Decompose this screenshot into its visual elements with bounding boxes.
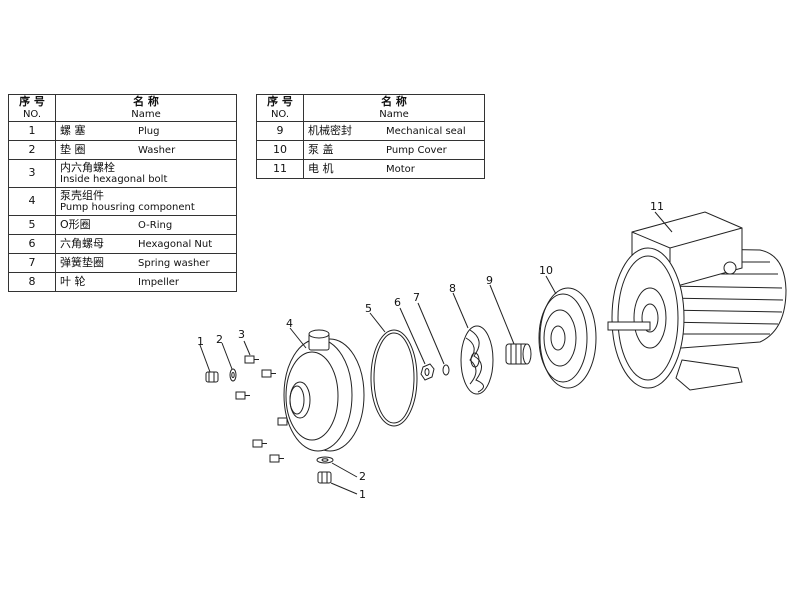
part-name-zh: 螺 塞 <box>60 123 86 137</box>
header-name-cell: 名 称 Name <box>55 94 237 122</box>
motor-part <box>607 211 787 391</box>
part-name-en: Plug <box>138 125 160 137</box>
part-name-en: Motor <box>386 163 415 175</box>
part-name-en: Mechanical seal <box>386 125 466 137</box>
part-name-zh: 机械密封 <box>308 123 352 137</box>
part-name-zh: 泵壳组件 <box>60 188 104 202</box>
part-name-zh: 弹簧垫圈 <box>60 255 104 269</box>
pump-housing-part <box>283 327 365 452</box>
plug-bottom-part <box>317 471 358 495</box>
callout-1-top: 1 <box>197 335 204 348</box>
callout-1-bottom: 1 <box>359 488 366 501</box>
part-name-en: Spring washer <box>138 257 210 269</box>
hexagonal-nut-part <box>399 307 435 381</box>
part-name-zh: 叶 轮 <box>60 274 86 288</box>
header-name-zh: 名 称 <box>133 95 159 109</box>
header-no-cell: 序 号 NO. <box>8 94 56 122</box>
impeller-part <box>452 292 494 395</box>
part-desc: 叶 轮 Impeller <box>55 272 237 292</box>
table-header-row: 序 号 NO. 名 称 Name <box>8 94 237 122</box>
header-no-en: NO. <box>270 108 290 120</box>
callout-10: 10 <box>539 264 553 277</box>
part-name-zh: 六角螺母 <box>60 236 104 250</box>
callout-6: 6 <box>394 296 401 309</box>
part-name-en: Hexagonal Nut <box>138 238 213 250</box>
plug-part <box>199 344 219 383</box>
part-desc: 电 机 Motor <box>303 159 485 179</box>
header-name-en: Name <box>131 108 161 120</box>
hex-bolts-part <box>235 340 292 463</box>
callout-5: 5 <box>365 302 372 315</box>
callout-7: 7 <box>413 291 420 304</box>
washer-bottom-part <box>316 456 358 478</box>
header-no-en: NO. <box>22 108 42 120</box>
part-name-en: Impeller <box>138 276 180 288</box>
part-name-zh: 垫 圈 <box>60 142 86 156</box>
header-no-zh: 序 号 <box>19 95 45 109</box>
o-ring-part <box>369 312 418 427</box>
callout-2-top: 2 <box>216 333 223 346</box>
mechanical-seal-part <box>489 284 532 365</box>
part-name-zh: 电 机 <box>308 161 334 175</box>
part-name-zh: 内六角螺栓 <box>60 160 115 174</box>
callout-11: 11 <box>650 200 664 213</box>
part-name-en: Washer <box>138 144 176 156</box>
header-name-en: Name <box>379 108 409 120</box>
pump-cover-part <box>538 275 597 389</box>
header-no-cell: 序 号 NO. <box>256 94 304 122</box>
callout-3: 3 <box>238 328 245 341</box>
header-name-zh: 名 称 <box>381 95 407 109</box>
part-name-en: Pump housring component <box>60 202 195 214</box>
spring-washer-part <box>417 302 450 376</box>
callout-4: 4 <box>286 317 293 330</box>
part-name-en: Pump Cover <box>386 144 447 156</box>
part-name-zh: 泵 盖 <box>308 142 334 156</box>
callout-2-bottom: 2 <box>359 470 366 483</box>
callout-9: 9 <box>486 274 493 287</box>
part-desc: 泵 盖 Pump Cover <box>303 140 485 160</box>
part-name-en: Inside hexagonal bolt <box>60 174 168 186</box>
callout-8: 8 <box>449 282 456 295</box>
part-name-zh: O形圈 <box>60 217 91 231</box>
header-no-zh: 序 号 <box>267 95 293 109</box>
washer-part <box>221 342 237 382</box>
part-name-en: O-Ring <box>138 219 173 231</box>
